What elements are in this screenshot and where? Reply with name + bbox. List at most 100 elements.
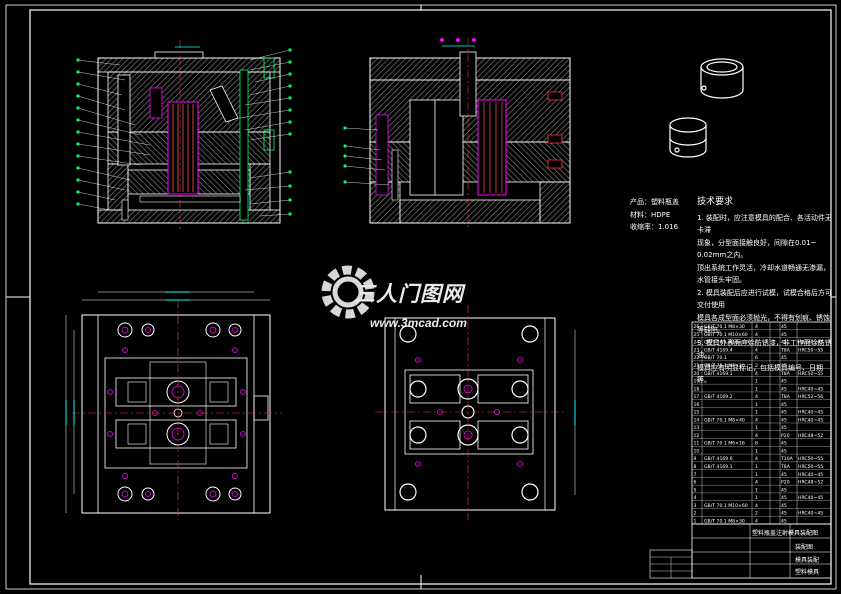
bom-spec: GB/T 4169.4 <box>704 347 733 353</box>
bom-item-no: 24 <box>694 340 700 346</box>
gear-logo-icon <box>321 265 375 319</box>
bom-item-no: 26 <box>694 324 700 330</box>
bom-qty: 4 <box>755 518 758 524</box>
bom-qty: 1 <box>755 472 758 478</box>
bom-material: 45 <box>781 379 787 385</box>
bom-qty: 1 <box>755 448 758 454</box>
bom-note: HRC40~45 <box>798 340 823 346</box>
bom-qty: 4 <box>755 371 758 377</box>
product-shrinkage: 收缩率：1.016 <box>630 223 679 231</box>
moving-half-plan-view <box>65 291 282 520</box>
bom-material: 45 <box>781 363 787 369</box>
bom-note: HRC50~55 <box>798 371 823 377</box>
title-block-main: 塑料瓶盖注射模具装配图 <box>752 529 818 537</box>
bom-item-no: 14 <box>694 417 700 423</box>
bom-qty: 4 <box>755 347 758 353</box>
bom-item-no: 15 <box>694 410 700 416</box>
bom-material: 45 <box>781 386 787 392</box>
watermark: 三人门图网 www.3mcad.com <box>318 256 528 336</box>
tech-req-item: 模具应有明显标记，包括模具编号、日期等。 <box>697 363 823 385</box>
side-view-balloons <box>343 126 347 184</box>
bom-item-no: 19 <box>694 379 700 385</box>
watermark-url: www.3mcad.com <box>370 316 467 330</box>
bom-material: 45 <box>781 332 787 338</box>
bom-spec: GB/T 4169.1 <box>704 371 733 377</box>
bom-spec: GB/T 70.1 M6×16 <box>704 441 745 447</box>
bom-spec: GB/T 70.1 M6×20 <box>704 363 745 369</box>
tech-req-item: 现象，分型面接触良好，间隙在0.01~ <box>697 238 817 247</box>
bom-qty: 4 <box>755 417 758 423</box>
tech-req-item: 1. 装配时，应注意模具的配合、各活动件无卡滞 <box>697 213 832 235</box>
tech-req-item: 3. 模具外表面应涂防锈漆，非工作面涂防锈油。 <box>697 338 832 360</box>
side-section-view <box>369 38 571 230</box>
bom-qty: 4 <box>755 456 758 462</box>
bom-material: 45 <box>781 402 787 408</box>
bom-note: HRC48~52 <box>798 433 823 439</box>
bom-material: 45 <box>781 511 787 517</box>
bom-qty: 1 <box>755 495 758 501</box>
bom-item-no: 16 <box>694 402 700 408</box>
bom-item-no: 12 <box>694 433 700 439</box>
bom-material: 45 <box>781 324 787 330</box>
bom-qty: 2 <box>755 511 758 517</box>
product-name: 产品：塑料瓶盖 <box>630 198 679 206</box>
title-block-label-1: 装配图 <box>795 543 813 551</box>
bom-item-no: 7 <box>694 472 697 478</box>
bom-material: 45 <box>781 448 787 454</box>
bom-material: T10A <box>780 456 794 462</box>
bom-spec: GB/T 70.1 M10×60 <box>704 503 748 509</box>
bom-item-no: 17 <box>694 394 700 400</box>
bom-note: HRC40~45 <box>798 511 823 517</box>
bom-item-no: 23 <box>694 347 700 353</box>
bom-qty: 1 <box>755 410 758 416</box>
bom-material: 45 <box>781 472 787 478</box>
bom-spec: GB/T 70.1 M10×60 <box>704 332 748 338</box>
bom-note: HRC40~45 <box>798 472 823 478</box>
bom-item-no: 4 <box>694 495 697 501</box>
bom-material: T8A <box>780 371 791 377</box>
bom-item-no: 8 <box>694 464 697 470</box>
title-block-label-2: 模具装配 <box>795 556 819 564</box>
bom-spec: GB/T 70.1 M8×30 <box>704 324 745 330</box>
bom-qty: 6 <box>755 355 758 361</box>
title-block-label-3: 塑料模具 <box>795 568 819 576</box>
tech-req-title: 技术要求 <box>697 197 734 207</box>
bom-qty: 4 <box>755 433 758 439</box>
bom-item-no: 13 <box>694 425 700 431</box>
bom-item-no: 1 <box>694 518 697 524</box>
front-section-view <box>97 40 281 230</box>
bom-note: HRC40~45 <box>798 417 823 423</box>
bom-material: 45 <box>781 340 787 346</box>
tech-req-item: 顶出系统工作灵活，冷却水道畅通无渗漏，水管接头牢固。 <box>697 263 830 285</box>
bom-qty: 4 <box>755 394 758 400</box>
bom-material: 45 <box>781 503 787 509</box>
bom-item-no: 22 <box>694 355 700 361</box>
bom-note: HRC40~45 <box>798 410 823 416</box>
bom-item-no: 20 <box>694 371 700 377</box>
bom-material: P20 <box>781 433 790 439</box>
title-block: 塑料瓶盖注射模具装配图 装配图 模具装配 塑料模具 <box>649 523 832 579</box>
bom-item-no: 25 <box>694 332 700 338</box>
bom-item-no: 2 <box>694 511 697 517</box>
bom-qty: 8 <box>755 441 758 447</box>
bom-item-no: 21 <box>694 363 700 369</box>
product-info: 产品：塑料瓶盖 材料：HDPE 收缩率：1.016 <box>630 196 679 234</box>
bom-note: HRC50~55 <box>798 464 823 470</box>
front-view-leaders <box>77 49 291 217</box>
bom-item-no: 9 <box>694 456 697 462</box>
bom-material: 45 <box>781 518 787 524</box>
front-view-balloons <box>76 48 292 216</box>
bom-note: HRC50~55 <box>798 456 823 462</box>
bom-spec: GB/T 4169.6 <box>704 456 733 462</box>
bom-material: T8A <box>780 464 791 470</box>
tech-req-item: 模具各成型面必须抛光，不得有划痕、锈蚀等缺陷。 <box>697 313 830 335</box>
bom-item-no: 5 <box>694 487 697 493</box>
technical-requirements: 技术要求 1. 装配时，应注意模具的配合、各活动件无卡滞 现象，分型面接触良好，… <box>697 196 832 387</box>
product-material: 材料：HDPE <box>630 210 671 219</box>
tech-req-item: 0.02mm之内。 <box>697 251 748 259</box>
bom-qty: 4 <box>755 480 758 486</box>
bom-qty: 2 <box>755 363 758 369</box>
bom-material: 45 <box>781 410 787 416</box>
product-bottle-cap-sketch <box>669 58 744 158</box>
